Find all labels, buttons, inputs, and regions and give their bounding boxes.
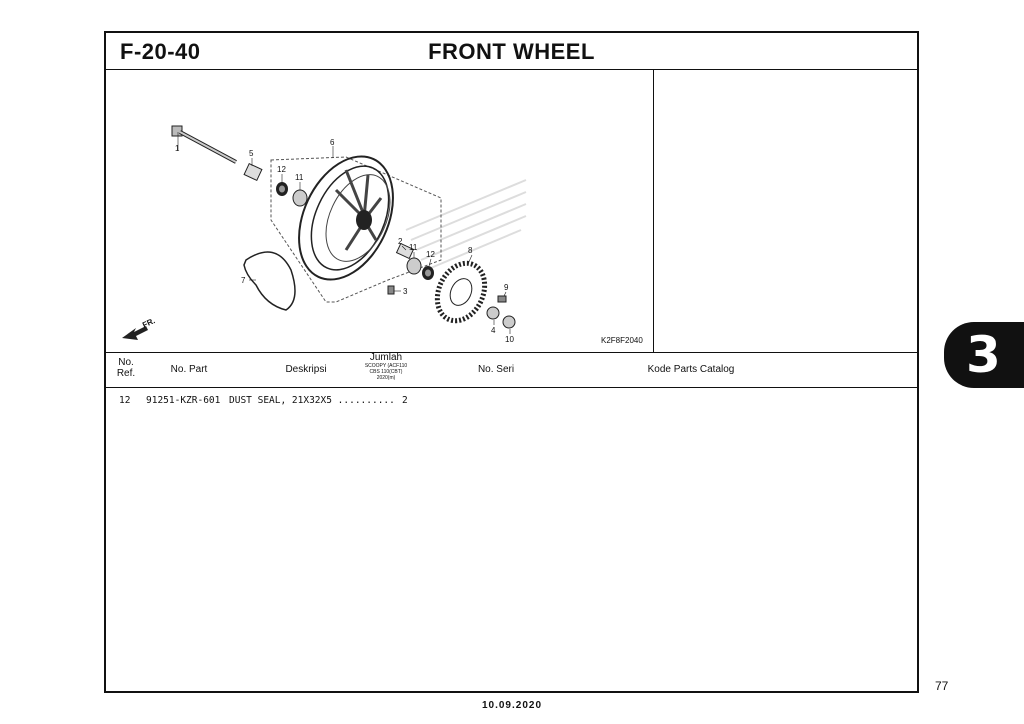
col-deskripsi: Deskripsi [285,364,327,375]
col-no-ref: No.Ref. [116,357,136,379]
front-fender [243,251,296,311]
table-header: No.Ref. No. Part Deskripsi Jumlah SCOOPY… [106,352,917,388]
axle-bolt [171,125,237,164]
honda-watermark [405,179,527,271]
brake-disc [434,260,488,324]
row-part-number: 91251-KZR-601 [146,395,221,406]
callout-3: 3 [403,287,408,296]
row-quantity: 2 [402,395,408,406]
col-no-part: No. Part [170,364,208,375]
exploded-diagram: 1 5 6 12 11 2 11 12 8 9 7 3 4 10 FR. K2F… [106,70,654,352]
callout-11-left: 11 [295,173,304,182]
col-no-seri: No. Seri [477,364,515,375]
callout-11-right: 11 [409,243,418,252]
print-date: 10.09.2020 [481,700,543,711]
disc-bolt [497,295,507,303]
wheel-rim [298,155,394,281]
page-number: 77 [935,679,949,693]
wheel-envelope [270,156,442,303]
front-direction-arrow: FR. [122,316,157,340]
callout-7: 7 [241,276,246,285]
bearing-right [406,257,422,275]
jumlah-label: Jumlah [369,352,403,363]
callout-1: 1 [175,144,180,153]
col-jumlah: Jumlah SCOOPY (ACF110 CBS 110(CBT) 2020(… [356,352,416,381]
callout-2: 2 [398,237,403,246]
jumlah-model-line2: CBS 110(CBT) [369,369,403,375]
distance-collar [395,242,415,260]
title-bar: F-20-40 FRONT WHEEL [106,33,917,70]
collar [243,162,263,182]
row-description: DUST SEAL, 21X32X5 .......... [229,395,395,406]
svg-text:FR.: FR. [141,316,156,330]
jumlah-model-line3: 2020(m) [376,375,396,381]
callout-12-left: 12 [277,165,286,174]
notes-panel [654,70,917,352]
callout-4: 4 [491,326,496,335]
callout-9: 9 [504,283,509,292]
jumlah-model-line1: SCOOPY (ACF110 [364,363,408,369]
callout-5: 5 [249,149,254,158]
callout-8: 8 [468,246,473,255]
catalog-page-frame: F-20-40 FRONT WHEEL [104,31,919,693]
axle-nut [502,315,516,329]
figure-code: K2F8F2040 [601,336,643,345]
callout-6: 6 [330,138,335,147]
screw [387,285,395,295]
bearing-left [292,189,308,207]
col-kode-parts-catalog: Kode Parts Catalog [647,364,735,375]
section-code: F-20-40 [120,39,201,64]
leader-lines [177,132,511,334]
page-title: FRONT WHEEL [428,39,595,64]
section-tab: 3 [944,322,1024,388]
axle-collar [486,306,500,320]
row-ref: 12 [119,395,131,406]
callout-10: 10 [505,335,514,344]
front-wheel-diagram: 1 5 6 12 11 2 11 12 8 9 7 3 4 10 FR. K2F… [122,125,643,345]
section-tab-number: 3 [966,326,1001,384]
callout-12-right: 12 [426,250,435,259]
